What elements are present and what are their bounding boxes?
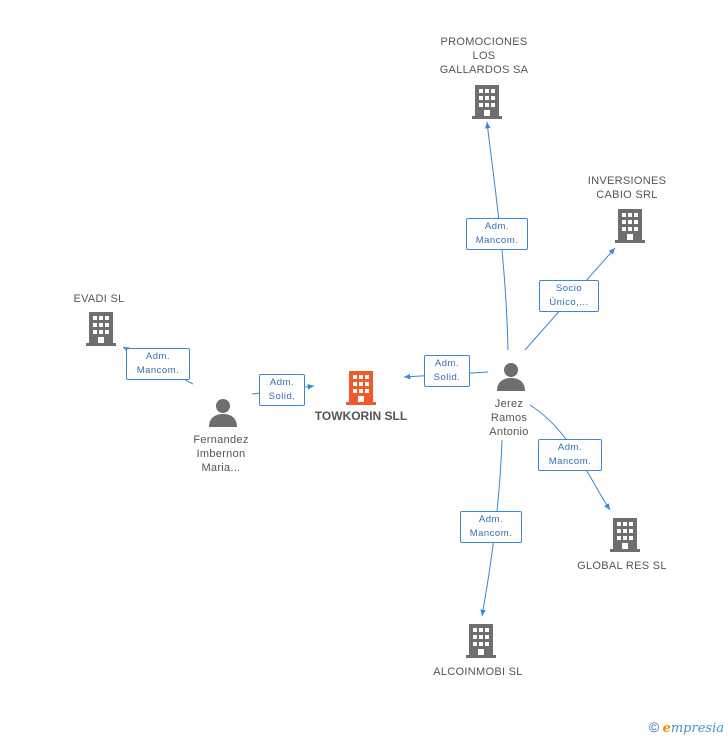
node-label: Jerez Ramos Antonio (489, 398, 529, 438)
edge-label-jerez-global[interactable]: Adm. Mancom. (538, 439, 602, 471)
node-label: TOWKORIN SLL (314, 409, 408, 423)
node-jerez[interactable]: Jerez Ramos Antonio (469, 397, 549, 439)
building-icon (610, 518, 640, 552)
building-icon (472, 85, 502, 119)
building-icon (466, 624, 496, 658)
node-towkorin[interactable]: TOWKORIN SLL (296, 409, 426, 423)
node-label: GLOBAL RES SL (577, 560, 667, 572)
person-icon (497, 363, 525, 391)
node-label: ALCOINMOBI SL (433, 666, 523, 678)
node-evadi[interactable]: EVADI SL (54, 292, 144, 306)
node-label: EVADI SL (73, 293, 125, 305)
node-global[interactable]: GLOBAL RES SL (565, 559, 679, 573)
node-label: PROMOCIONES LOS GALLARDOS SA (439, 36, 529, 76)
node-alcoinmobi[interactable]: ALCOINMOBI SL (420, 665, 536, 679)
footer-brand[interactable]: © empresia (649, 719, 724, 736)
node-fernandez[interactable]: Fernandez Imbernon Maria... (176, 433, 266, 475)
copyright-icon: © (648, 719, 660, 735)
brand-logo: empresia (662, 721, 724, 736)
edge-label-jerez-alcoinmobi[interactable]: Adm. Mancom. (460, 511, 522, 543)
node-promociones[interactable]: PROMOCIONES LOS GALLARDOS SA (424, 35, 544, 77)
node-label: INVERSIONES CABIO SRL (587, 175, 667, 201)
building-focus-icon (346, 371, 376, 405)
edge-label-jerez-promociones[interactable]: Adm. Mancom. (466, 218, 528, 250)
edge-label-fernandez-evadi[interactable]: Adm. Mancom. (126, 348, 190, 380)
node-label: Fernandez Imbernon Maria... (193, 434, 249, 474)
building-icon (615, 209, 645, 243)
person-icon (209, 399, 237, 427)
edge-label-fernandez-towkorin[interactable]: Adm. Solid. (259, 374, 305, 406)
edge-label-jerez-inversiones[interactable]: Socio Único,... (539, 280, 599, 312)
edge-label-jerez-towkorin[interactable]: Adm. Solid. (424, 355, 470, 387)
building-icon (86, 312, 116, 346)
node-inversiones[interactable]: INVERSIONES CABIO SRL (567, 174, 687, 202)
